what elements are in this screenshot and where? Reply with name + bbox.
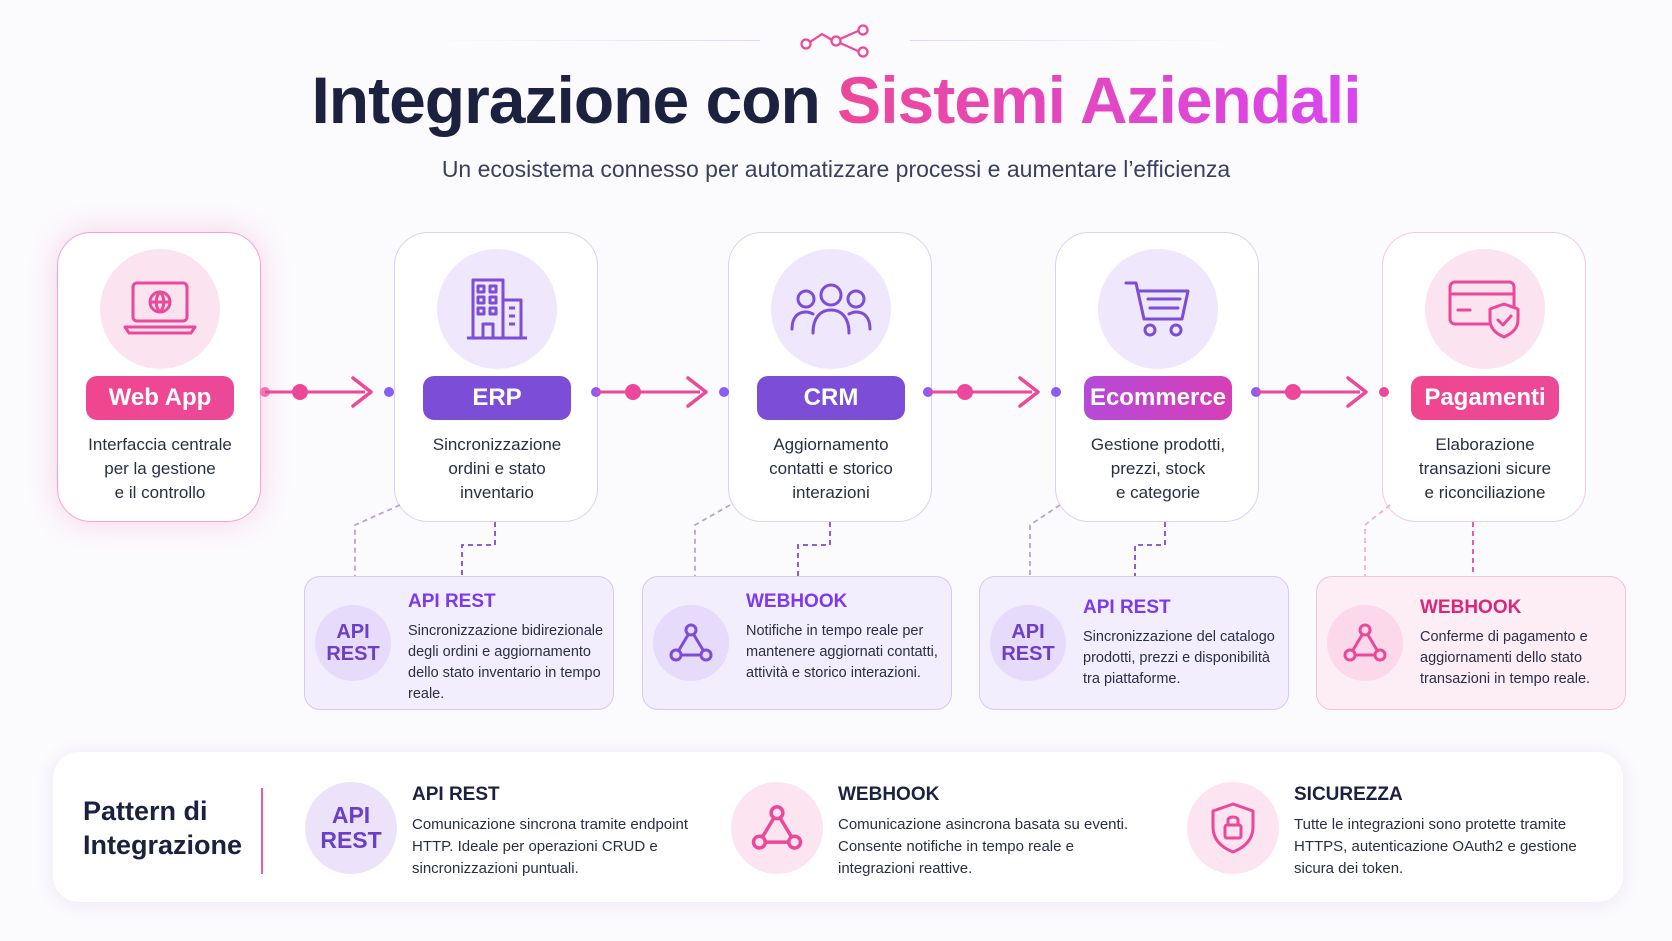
system-description: Interfaccia centrale per la gestione e i… bbox=[68, 433, 252, 505]
flow-arrow-1 bbox=[260, 376, 394, 408]
card-shield-icon bbox=[1448, 280, 1520, 339]
integration-title: API REST bbox=[408, 591, 496, 612]
pattern-webhook: WEBHOOK Comunicazione asincrona basata s… bbox=[731, 778, 1151, 878]
api-rest-badge: API REST bbox=[990, 605, 1066, 681]
integration-box-pagamenti: WEBHOOK Conferme di pagamento e aggiorna… bbox=[1316, 576, 1626, 710]
desc-line: Sincronizzazione bbox=[432, 435, 562, 454]
system-label: Pagamenti bbox=[1411, 376, 1559, 420]
flow-arrow-3 bbox=[923, 376, 1061, 408]
webhook-icon bbox=[669, 623, 713, 662]
page-title: Integrazione con Sistemi Aziendali bbox=[0, 62, 1672, 138]
integration-title: WEBHOOK bbox=[746, 591, 848, 612]
desc-line: transazioni sicure bbox=[1418, 459, 1552, 478]
desc-line: e categorie bbox=[1115, 483, 1201, 502]
desc-line: prezzi, stock bbox=[1110, 459, 1206, 478]
system-label: ERP bbox=[423, 376, 571, 420]
badge-line: API bbox=[336, 621, 370, 643]
system-description: Aggiornamento contatti e storico interaz… bbox=[739, 433, 923, 505]
desc-line: e il controllo bbox=[114, 483, 206, 502]
integration-box-crm: WEBHOOK Notifiche in tempo reale per man… bbox=[642, 576, 952, 710]
system-card-pagamenti[interactable]: Pagamenti Elaborazione transazioni sicur… bbox=[1382, 232, 1586, 522]
cart-icon bbox=[1124, 281, 1190, 337]
system-label: Web App bbox=[86, 376, 234, 420]
webhook-icon bbox=[751, 805, 803, 850]
header-rule-left bbox=[430, 40, 760, 41]
pattern-title: SICUREZZA bbox=[1294, 784, 1403, 805]
integration-text: Sincronizzazione del catalogo prodotti, … bbox=[1083, 629, 1275, 687]
pattern-description: Tutte le integrazioni sono protette tram… bbox=[1294, 816, 1577, 877]
system-card-web-app[interactable]: Web App Interfaccia centrale per la gest… bbox=[57, 232, 261, 522]
icon-circle bbox=[1098, 249, 1218, 369]
badge-line: REST bbox=[320, 827, 382, 853]
desc-line: Elaborazione bbox=[1435, 435, 1535, 454]
badge-line: REST bbox=[326, 643, 380, 665]
pattern-description: Comunicazione asincrona basata su eventi… bbox=[838, 816, 1129, 877]
integration-text: Notifiche in tempo reale per mantenere a… bbox=[746, 623, 938, 681]
icon-circle bbox=[1425, 249, 1545, 369]
integration-title: API REST bbox=[1083, 597, 1171, 618]
badge-line: API bbox=[1011, 621, 1045, 643]
network-icon bbox=[800, 24, 869, 58]
api-rest-badge: API REST bbox=[315, 605, 391, 681]
badge-line: API bbox=[331, 802, 371, 828]
pattern-api-rest: API REST API REST Comunicazione sincrona… bbox=[305, 778, 705, 878]
system-description: Gestione prodotti, prezzi, stock e categ… bbox=[1066, 433, 1250, 505]
system-card-erp[interactable]: ERP Sincronizzazione ordini e stato inve… bbox=[394, 232, 598, 522]
desc-line: e riconciliazione bbox=[1424, 483, 1546, 502]
icon-circle bbox=[100, 249, 220, 369]
header-rule-right bbox=[910, 40, 1240, 41]
desc-line: interazioni bbox=[792, 483, 870, 502]
divider bbox=[261, 788, 263, 874]
integration-title: WEBHOOK bbox=[1420, 597, 1522, 618]
desc-line: per la gestione bbox=[104, 459, 216, 478]
webhook-badge bbox=[731, 782, 823, 874]
patterns-panel: Pattern di Integrazione API REST API RES… bbox=[53, 752, 1623, 902]
desc-line: inventario bbox=[460, 483, 534, 502]
security-badge bbox=[1187, 782, 1279, 874]
desc-line: Gestione prodotti, bbox=[1090, 435, 1226, 454]
desc-line: ordini e stato bbox=[448, 459, 546, 478]
patterns-title-line: Pattern di bbox=[83, 796, 208, 826]
pattern-description: Comunicazione sincrona tramite endpoint … bbox=[412, 816, 688, 877]
flow-arrow-2 bbox=[591, 376, 729, 408]
users-icon bbox=[790, 283, 872, 335]
laptop-globe-icon bbox=[123, 281, 197, 335]
shield-lock-icon bbox=[1211, 802, 1255, 854]
desc-line: contatti e storico bbox=[769, 459, 893, 478]
header-ornament bbox=[0, 22, 1672, 62]
title-part-1: Integrazione con bbox=[311, 63, 820, 137]
badge-line: REST bbox=[1001, 643, 1055, 665]
system-card-ecommerce[interactable]: Ecommerce Gestione prodotti, prezzi, sto… bbox=[1055, 232, 1259, 522]
pattern-title: API REST bbox=[412, 784, 500, 805]
building-icon bbox=[467, 278, 527, 340]
integration-box-erp: API REST API REST Sincronizzazione bidir… bbox=[304, 576, 614, 710]
system-label: Ecommerce bbox=[1084, 376, 1232, 420]
webhook-badge bbox=[653, 605, 729, 681]
integration-text: Conferme di pagamento e aggiornamenti de… bbox=[1420, 629, 1591, 687]
api-rest-badge: API REST bbox=[305, 782, 397, 874]
system-card-crm[interactable]: CRM Aggiornamento contatti e storico int… bbox=[728, 232, 932, 522]
desc-line: Interfaccia centrale bbox=[88, 435, 232, 454]
patterns-title-line: Integrazione bbox=[83, 830, 243, 860]
page-subtitle: Un ecosistema connesso per automatizzare… bbox=[441, 156, 1231, 182]
pattern-title: WEBHOOK bbox=[838, 784, 940, 805]
icon-circle bbox=[437, 249, 557, 369]
webhook-icon bbox=[1343, 623, 1387, 662]
desc-line: Aggiornamento bbox=[773, 435, 889, 454]
system-label: CRM bbox=[757, 376, 905, 420]
webhook-badge bbox=[1327, 605, 1403, 681]
system-description: Sincronizzazione ordini e stato inventar… bbox=[405, 433, 589, 505]
flow-arrow-4 bbox=[1251, 376, 1389, 408]
title-part-2: Sistemi Aziendali bbox=[837, 63, 1361, 137]
patterns-title: Pattern di Integrazione bbox=[83, 794, 253, 862]
icon-circle bbox=[771, 249, 891, 369]
pattern-sicurezza: SICUREZZA Tutte le integrazioni sono pro… bbox=[1187, 778, 1607, 878]
integration-text: Sincronizzazione bidirezionale degli ord… bbox=[408, 623, 604, 702]
integration-box-ecommerce: API REST API REST Sincronizzazione del c… bbox=[979, 576, 1289, 710]
system-description: Elaborazione transazioni sicure e riconc… bbox=[1393, 433, 1577, 505]
